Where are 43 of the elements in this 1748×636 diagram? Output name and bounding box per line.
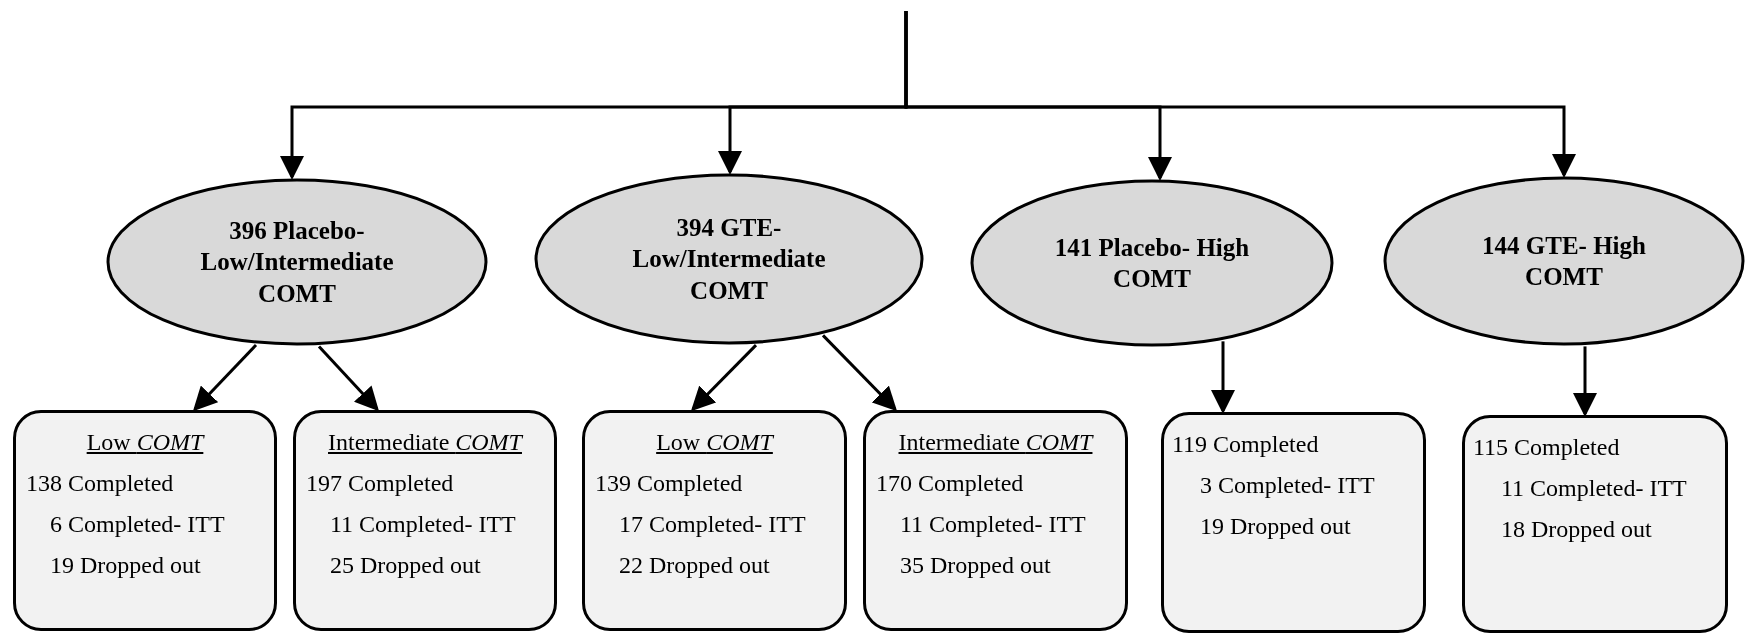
group-ellipse — [970, 179, 1334, 347]
group-ellipse — [1383, 176, 1745, 346]
outcome-count: 138 Completed — [26, 470, 174, 497]
outcome-count: 115 Completed — [1473, 434, 1620, 461]
outcome-count: 139 Completed — [595, 470, 743, 497]
outcome-box — [582, 410, 847, 631]
arrow — [1211, 341, 1235, 414]
arrow — [904, 11, 1576, 178]
outcome-box — [1462, 415, 1728, 633]
outcome-count: 3 Completed- ITT — [1200, 472, 1375, 499]
group-label: 396 Placebo- Low/Intermediate COMT — [199, 216, 395, 309]
outcome-count: 11 Completed- ITT — [1501, 475, 1687, 502]
subgroup-heading: Low COMT — [85, 429, 206, 456]
subgroup-heading: Low COMT — [655, 429, 776, 456]
arrow — [317, 345, 380, 412]
arrow — [1573, 346, 1597, 417]
outcome-count: 6 Completed- ITT — [50, 511, 225, 538]
outcome-count: 18 Dropped out — [1501, 516, 1652, 543]
arrow — [192, 344, 258, 412]
arrow — [821, 334, 898, 412]
outcome-count: 25 Dropped out — [330, 552, 481, 579]
outcome-count: 19 Dropped out — [50, 552, 201, 579]
arrow — [690, 344, 758, 412]
outcome-count: 11 Completed- ITT — [330, 511, 516, 538]
outcome-box — [293, 410, 557, 631]
group-label: 141 Placebo- High COMT — [1053, 232, 1251, 294]
group-ellipse — [534, 173, 924, 345]
outcome-count: 19 Dropped out — [1200, 513, 1351, 540]
outcome-box — [13, 410, 277, 631]
outcome-box — [1161, 412, 1426, 633]
outcome-count: 22 Dropped out — [619, 552, 770, 579]
outcome-count: 35 Dropped out — [900, 552, 1051, 579]
group-label: 394 GTE- Low/Intermediate COMT — [631, 213, 827, 306]
group-ellipse — [106, 178, 488, 346]
subgroup-heading: Intermediate COMT — [327, 429, 525, 456]
outcome-count: 11 Completed- ITT — [900, 511, 1086, 538]
outcome-count: 170 Completed — [876, 470, 1024, 497]
outcome-count: 119 Completed — [1172, 431, 1319, 458]
outcome-box — [863, 410, 1128, 631]
subgroup-heading: Intermediate COMT — [897, 429, 1095, 456]
outcome-count: 17 Completed- ITT — [619, 511, 806, 538]
outcome-count: 197 Completed — [306, 470, 454, 497]
group-label: 144 GTE- High COMT — [1481, 230, 1647, 292]
